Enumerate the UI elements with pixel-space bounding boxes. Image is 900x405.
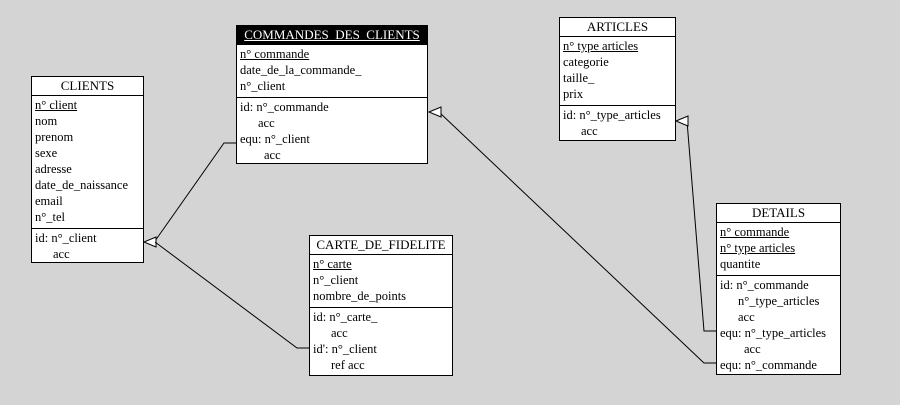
attribute: date_de_la_commande_ [240,63,362,77]
link-details-articles [686,120,716,332]
constraints-section: id: n°_client acc [32,229,143,265]
entity-title: ARTICLES [560,18,675,37]
entity-title: DETAILS [717,204,840,223]
constraint: id: n°_client [35,231,97,245]
attribute: nom [35,114,58,128]
attribute-primary-key: n° type articles [720,241,796,255]
constraint: acc [53,247,70,261]
entity-articles[interactable]: ARTICLES n° type articles categorie tail… [559,17,676,141]
entity-clients[interactable]: CLIENTS n° client nom prenom sexe adress… [31,76,144,263]
constraint: equ: n°_type_articles [720,326,827,340]
attributes-section: n° type articles categorie taille_ prix [560,37,675,106]
attributes-section: n° carte n°_client nombre_de_points [310,255,452,308]
constraint: id': n°_client [313,342,377,356]
constraint: acc [264,148,281,162]
constraint: n°_type_articles [738,294,820,308]
constraint: equ: n°_client [240,132,310,146]
attribute: email [35,194,63,208]
attribute: n°_client [240,79,286,93]
link-carte-clients [154,241,310,349]
attribute-primary-key: n° commande [240,47,310,61]
attribute: date_de_naissance [35,178,129,192]
attribute: sexe [35,146,58,160]
attributes-section: n° commande date_de_la_commande_ n°_clie… [237,45,427,98]
entity-details[interactable]: DETAILS n° commande n° type articles qua… [716,203,841,375]
constraints-section: id: n°_carte_ acc id': n°_client ref acc [310,308,452,376]
attribute: prenom [35,130,74,144]
constraint: id: n°_carte_ [313,310,378,324]
attribute: prix [563,87,584,101]
attributes-section: n° client nom prenom sexe adresse date_d… [32,96,143,229]
attribute-primary-key: n° client [35,98,78,112]
constraint: acc [744,342,761,356]
constraint: id: n°_commande [720,278,809,292]
constraint: id: n°_type_articles [563,108,661,122]
constraint: ref acc [331,358,365,372]
attribute: quantite [720,257,761,271]
constraint: acc [581,124,598,138]
entity-carte-de-fidelite[interactable]: CARTE_DE_FIDELITE n° carte n°_client nom… [309,235,453,376]
constraint: equ: n°_commande [720,358,817,372]
constraints-section: id: n°_commande acc equ: n°_client acc [237,98,427,166]
arrowhead-clients-1 [142,236,157,248]
attributes-section: n° commande n° type articles quantite [717,223,840,276]
link-commandes-clients [154,142,236,242]
attribute: nombre_de_points [313,289,407,303]
constraints-section: id: n°_commande n°_type_articles acc equ… [717,276,840,376]
attribute: adresse [35,162,72,176]
entity-commandes-des-clients[interactable]: COMMANDES_DES_CLIENTS n° commande date_d… [236,25,428,164]
constraint: acc [738,310,755,324]
entity-title-selected: COMMANDES_DES_CLIENTS [237,26,427,45]
attribute: n°_tel [35,210,65,224]
entity-title: CLIENTS [32,77,143,96]
attribute-primary-key: n° carte [313,257,352,271]
link-details-commandes [439,112,716,364]
attribute: taille_ [563,71,595,85]
constraints-section: id: n°_type_articles acc [560,106,675,142]
attribute-primary-key: n° type articles [563,39,639,53]
constraint: id: n°_commande [240,100,329,114]
arrowhead-articles [674,115,689,127]
attribute: n°_client [313,273,359,287]
constraint: acc [331,326,348,340]
arrowhead-commandes [427,106,442,118]
attribute: categorie [563,55,609,69]
entity-title: CARTE_DE_FIDELITE [310,236,452,255]
constraint: acc [258,116,275,130]
attribute-primary-key: n° commande [720,225,790,239]
